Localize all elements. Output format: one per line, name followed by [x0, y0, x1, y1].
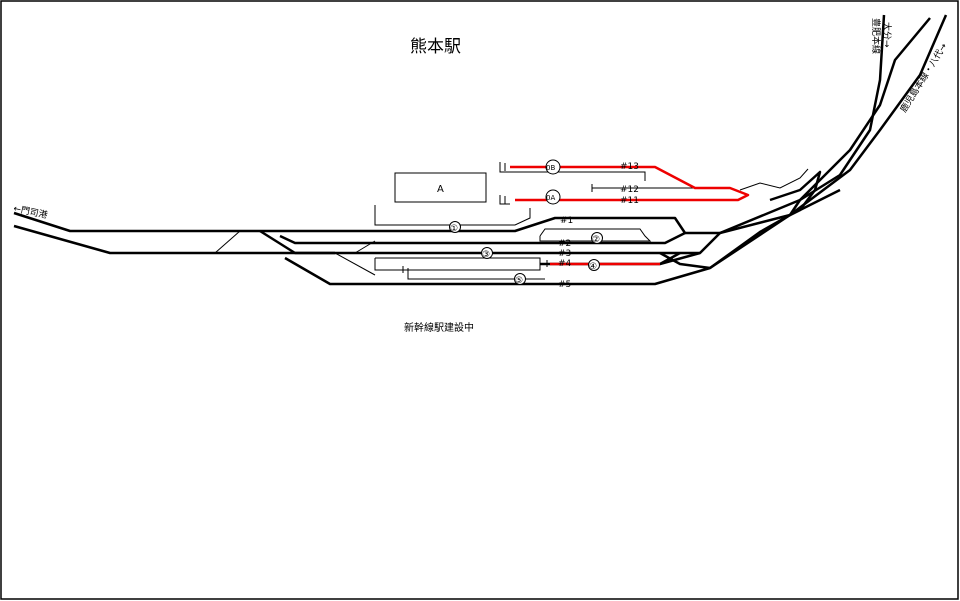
label-t11: #11 — [620, 196, 639, 206]
label-p2: ② — [592, 235, 600, 245]
label-p4: ④ — [589, 262, 597, 272]
track-2-west — [13, 224, 721, 255]
label-t12: #12 — [620, 185, 639, 195]
circle-p1 — [449, 221, 461, 233]
circle-p0b — [545, 159, 561, 175]
label-t3: #3 — [558, 249, 571, 259]
platform-4 — [407, 268, 545, 280]
junction-ne — [769, 170, 822, 217]
main-tracks — [13, 14, 948, 286]
label-p1: ① — [450, 224, 458, 234]
label-t2: #2 — [558, 239, 571, 249]
label-p3: ③ — [482, 250, 490, 260]
direction-yatsushiro: 鹿児島本線・八代→ — [897, 40, 950, 114]
circle-p5 — [514, 273, 526, 285]
building-label: A — [437, 184, 444, 195]
crossover-w1 — [214, 230, 241, 254]
label-p0a: 0A — [546, 194, 555, 202]
station-building — [394, 172, 487, 203]
direction-oita: 大分→ — [881, 22, 893, 48]
label-t1: #1 — [560, 216, 573, 226]
crossover-east — [659, 251, 681, 266]
highlight-tracks — [510, 165, 750, 266]
track-1 — [13, 188, 841, 235]
siding-ne — [739, 168, 809, 191]
label-t5: #5 — [558, 280, 571, 290]
label-t13: #13 — [620, 162, 639, 172]
construction-note: 新幹線駅建設中 — [404, 321, 474, 334]
label-p0b: 0B — [546, 164, 555, 172]
label-p5: ⑤ — [515, 276, 523, 286]
crossover-west — [259, 229, 335, 255]
direction-hohi: 豊肥本線 — [870, 18, 882, 54]
platform-3 — [374, 257, 541, 271]
circle-p4 — [588, 259, 600, 271]
kagoshima-line — [709, 14, 948, 270]
circle-p3 — [481, 247, 493, 259]
circle-p2 — [591, 232, 603, 244]
hohi-line-1 — [719, 14, 886, 235]
station-title: 熊本駅 — [410, 37, 461, 57]
platform-2 — [539, 228, 652, 242]
track-2 — [279, 231, 686, 245]
track-4-east — [659, 251, 711, 270]
platform-0a — [499, 195, 510, 205]
platform-0b — [499, 162, 646, 181]
track-5 — [284, 213, 791, 286]
platform-circles — [449, 159, 603, 285]
circle-p0a — [545, 189, 561, 205]
hohi-line-2 — [788, 17, 931, 216]
track-13-red — [510, 165, 750, 202]
crossover-w2 — [334, 252, 376, 276]
label-t4: #4 — [558, 259, 572, 269]
platform-1 — [374, 205, 531, 226]
platform-outlines — [214, 162, 809, 280]
